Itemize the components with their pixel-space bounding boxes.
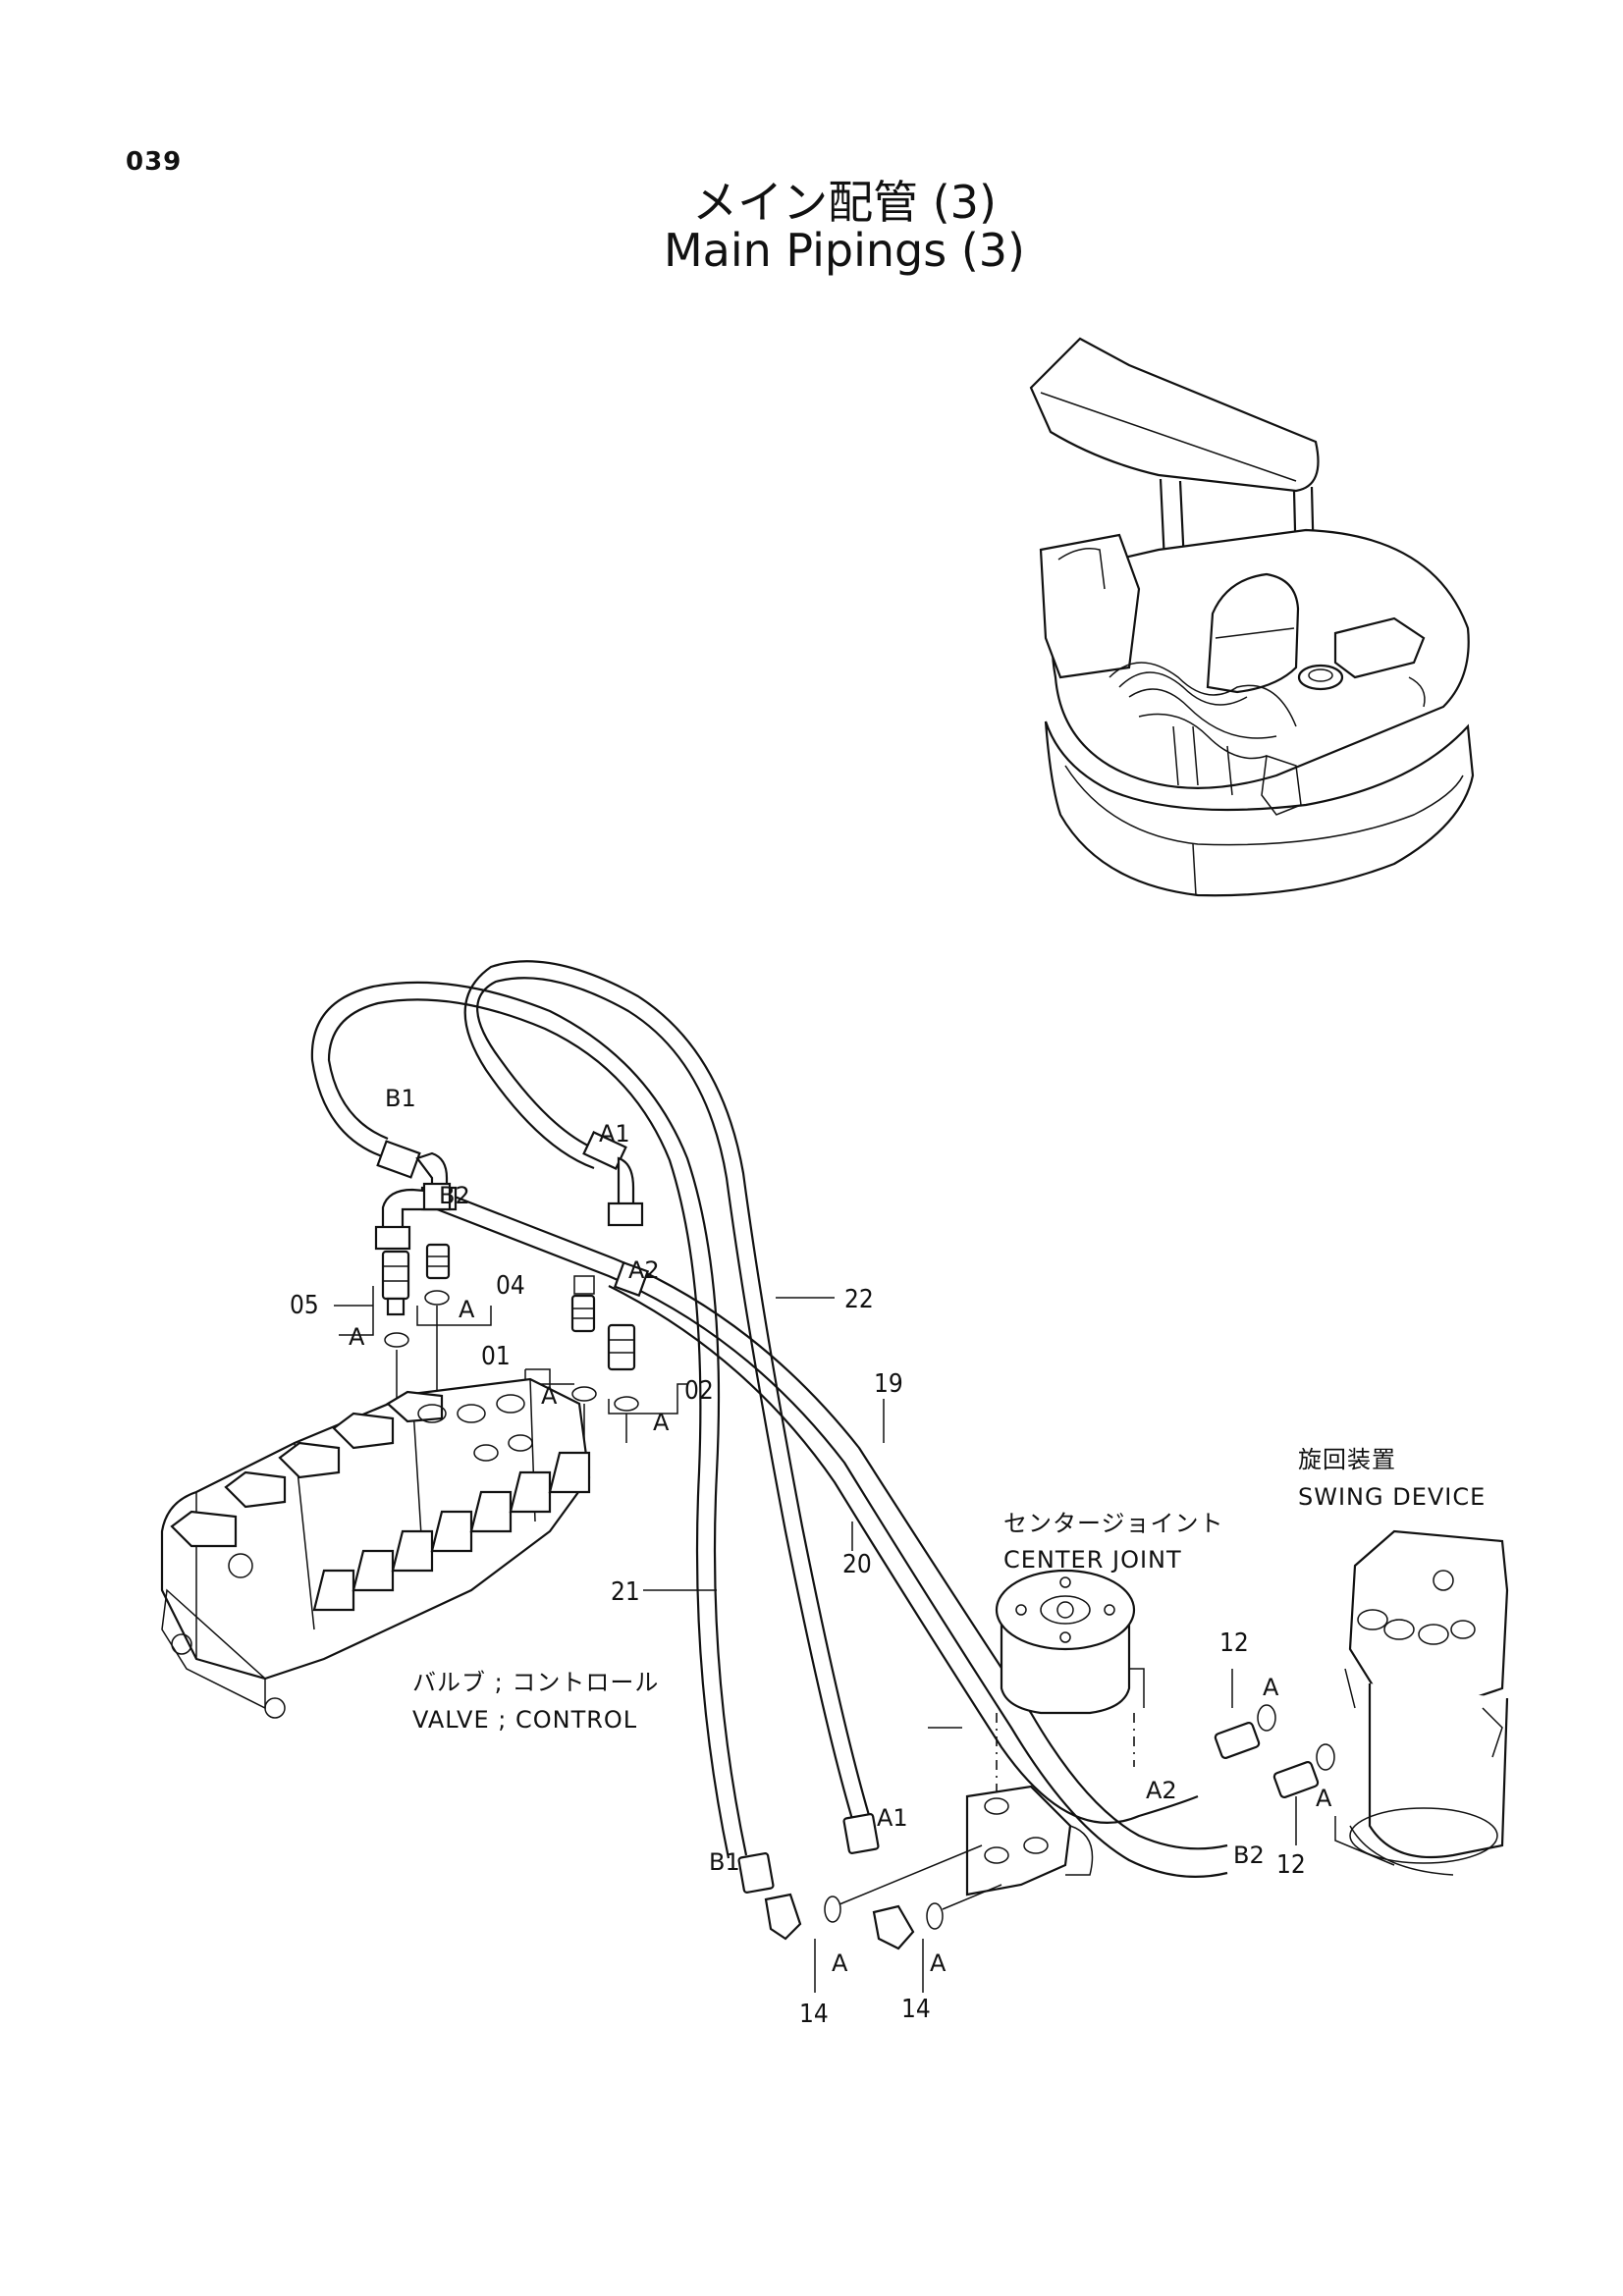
swing-device: [1334, 1529, 1509, 1876]
seal-a-14-left: A: [832, 1949, 848, 1977]
port-b2-bottom: B2: [1233, 1842, 1265, 1869]
swing-device-caption-en: SWING DEVICE: [1298, 1483, 1486, 1511]
center-joint: [965, 1569, 1145, 1896]
seal-a-04: A: [459, 1296, 475, 1323]
part-05: 05: [290, 1291, 319, 1320]
callout-brackets: [334, 1286, 687, 1415]
center-joint-caption-jp: センタージョイント: [1003, 1510, 1224, 1537]
bottom-fittings: [737, 1669, 1335, 1993]
part-21: 21: [611, 1577, 640, 1607]
machine-overview: [1029, 337, 1475, 897]
part-22: 22: [844, 1285, 874, 1314]
adapters: [381, 1243, 639, 1453]
port-b2-top: B2: [439, 1182, 470, 1209]
part-01: 01: [481, 1342, 511, 1371]
seal-a-12-bottom: A: [1316, 1785, 1332, 1812]
center-joint-caption-en: CENTER JOINT: [1003, 1546, 1182, 1574]
part-20: 20: [842, 1550, 872, 1579]
part-19: 19: [874, 1369, 903, 1399]
page-title-jp: メイン配管 (3): [692, 176, 997, 229]
seal-a-02: A: [653, 1409, 670, 1436]
seal-a-05: A: [349, 1323, 365, 1351]
part-12-bottom: 12: [1276, 1850, 1306, 1880]
part-04: 04: [496, 1271, 525, 1301]
port-a1-top: A1: [599, 1120, 630, 1148]
swing-device-caption-jp: 旋回装置: [1298, 1446, 1396, 1473]
control-valve: [160, 1377, 591, 1719]
port-a2-top: A2: [628, 1256, 660, 1284]
hose-fittings-top: [374, 1131, 650, 1298]
page-number: 039: [126, 147, 183, 177]
page-title-en: Main Pipings (3): [663, 224, 1026, 277]
seal-a-14-right: A: [930, 1949, 947, 1977]
part-12-top: 12: [1219, 1629, 1249, 1658]
hose-assembly: [310, 960, 1228, 1878]
seal-a-12-top: A: [1263, 1674, 1279, 1701]
part-14-right: 14: [901, 1995, 931, 2024]
port-a2-bottom: A2: [1146, 1777, 1177, 1804]
port-b1-bottom: B1: [709, 1848, 740, 1876]
seal-a-01: A: [541, 1382, 558, 1410]
port-b1-top: B1: [385, 1085, 416, 1112]
port-a1-bottom: A1: [877, 1804, 908, 1832]
leader-lines: [643, 1297, 885, 1591]
valve-caption-jp: バルブ ; コントロール: [412, 1669, 659, 1696]
part-02: 02: [684, 1376, 714, 1406]
part-14-left: 14: [799, 2000, 829, 2029]
valve-caption-en: VALVE ; CONTROL: [412, 1706, 637, 1734]
